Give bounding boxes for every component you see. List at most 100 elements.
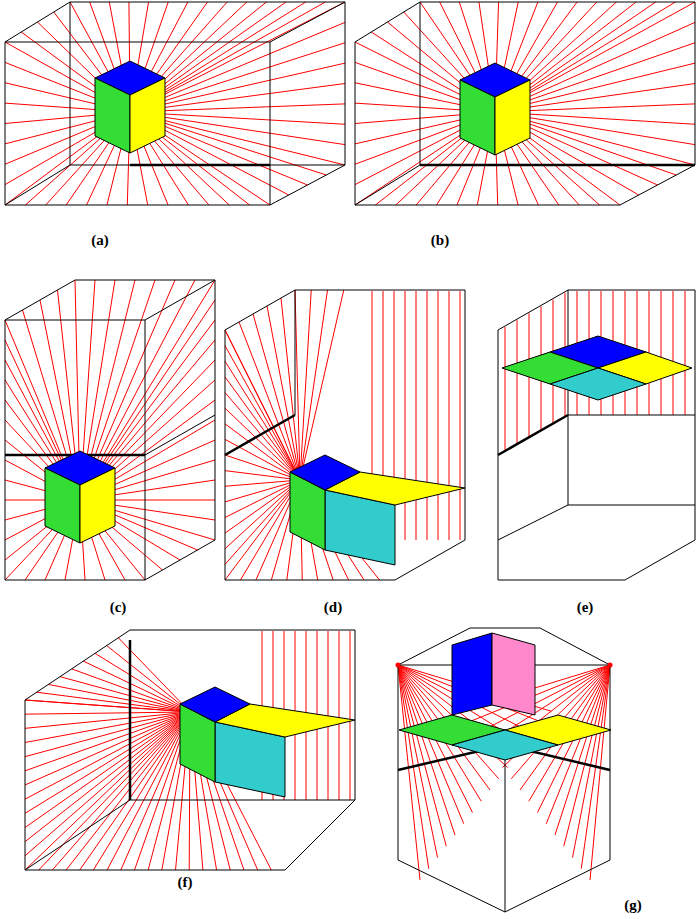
- colored-face: [492, 633, 535, 715]
- frame-edge: [130, 630, 355, 631]
- projection-ray: [25, 712, 190, 714]
- projection-ray: [52, 712, 190, 870]
- frame-edge: [5, 42, 6, 205]
- projection-ray: [225, 330, 300, 480]
- frame-edge: [5, 42, 270, 43]
- projection-ray: [66, 712, 190, 870]
- frame-edge: [398, 860, 505, 912]
- frame-edge: [398, 665, 399, 860]
- colored-face: [45, 468, 80, 543]
- colored-face: [460, 80, 495, 155]
- frame-edge: [25, 800, 130, 870]
- frame-edge: [420, 164, 695, 167]
- frame-edge: [420, 2, 421, 165]
- frame-edge: [285, 800, 355, 870]
- frame-edge: [225, 290, 295, 330]
- projection-ray: [25, 712, 190, 757]
- frame-edge: [295, 290, 465, 291]
- panel-label: (g): [624, 898, 642, 913]
- frame-edge: [225, 580, 395, 581]
- projection-ray: [225, 408, 300, 480]
- frame-edge: [145, 540, 215, 580]
- frame-edge: [345, 2, 346, 165]
- projection-ray: [225, 480, 300, 580]
- frame-edge: [5, 320, 145, 321]
- panel-label: (a): [91, 233, 109, 248]
- projection-ray: [339, 631, 340, 800]
- projection-ray: [300, 290, 311, 480]
- projection-ray: [427, 291, 428, 540]
- projection-point: [608, 663, 613, 668]
- frame-edge: [568, 290, 695, 291]
- projection-ray: [555, 665, 610, 835]
- frame-edge: [610, 665, 611, 860]
- frame-edge: [505, 745, 506, 912]
- projection-ray: [300, 290, 328, 480]
- frame-edge: [498, 580, 625, 581]
- frame-edge: [270, 2, 345, 42]
- frame-edge: [465, 290, 466, 540]
- projection-ray: [449, 291, 450, 540]
- frame-edge: [625, 540, 695, 580]
- colored-face: [495, 80, 530, 155]
- frame-edge: [129, 640, 132, 800]
- frame-edge: [355, 42, 356, 205]
- projection-ray: [438, 291, 439, 540]
- projection-ray: [48, 684, 190, 712]
- colored-face: [290, 455, 360, 490]
- colored-face: [80, 468, 115, 543]
- panel-label: (e): [577, 600, 594, 615]
- projection-ray: [25, 712, 190, 799]
- projection-ray: [295, 290, 300, 480]
- projection-ray: [225, 455, 300, 480]
- frame-edge: [568, 505, 695, 506]
- projection-ray: [517, 320, 518, 444]
- frame-edge: [498, 415, 568, 455]
- projection-ray: [253, 314, 300, 480]
- projection-ray: [60, 677, 190, 712]
- projection-ray: [225, 346, 300, 480]
- projection-ray: [398, 665, 455, 835]
- frame-edge: [145, 280, 215, 320]
- projection-ray: [505, 327, 506, 451]
- frame-edge: [270, 165, 345, 205]
- projection-ray: [25, 712, 190, 870]
- frame-edge: [225, 415, 295, 455]
- frame-edge: [70, 165, 345, 166]
- frame-edge: [355, 205, 620, 206]
- frame-edge: [295, 290, 296, 415]
- frame-edge: [395, 540, 465, 580]
- frame-edge: [5, 280, 75, 320]
- frame-edge: [355, 630, 356, 800]
- frame-edge: [270, 42, 271, 205]
- projection-ray: [225, 439, 300, 480]
- projection-ray: [673, 291, 674, 415]
- frame-edge: [130, 164, 270, 167]
- frame-edge: [568, 415, 695, 416]
- projection-ray: [25, 712, 190, 842]
- colored-face: [130, 78, 165, 153]
- projection-ray: [107, 712, 190, 870]
- frame-edge: [70, 2, 345, 3]
- colored-face: [180, 687, 250, 722]
- projection-ray: [83, 661, 190, 712]
- frame-edge: [355, 165, 420, 205]
- projection-ray: [80, 712, 190, 870]
- panel-label: (b): [431, 233, 449, 248]
- projection-ray: [350, 631, 351, 800]
- frame-edge: [145, 320, 146, 580]
- projection-ray: [25, 712, 190, 828]
- panel-label: (f): [178, 875, 193, 890]
- frame-edge: [695, 2, 696, 165]
- projection-ray: [225, 480, 300, 549]
- frame-edge: [25, 870, 285, 871]
- panel-label: (c): [110, 600, 127, 615]
- frame-edge: [5, 2, 70, 42]
- frame-edge: [5, 165, 70, 205]
- colored-face: [452, 633, 492, 715]
- frame-edge: [498, 290, 568, 330]
- projection-ray: [300, 290, 344, 480]
- frame-edge: [130, 800, 355, 801]
- frame-edge: [25, 630, 130, 700]
